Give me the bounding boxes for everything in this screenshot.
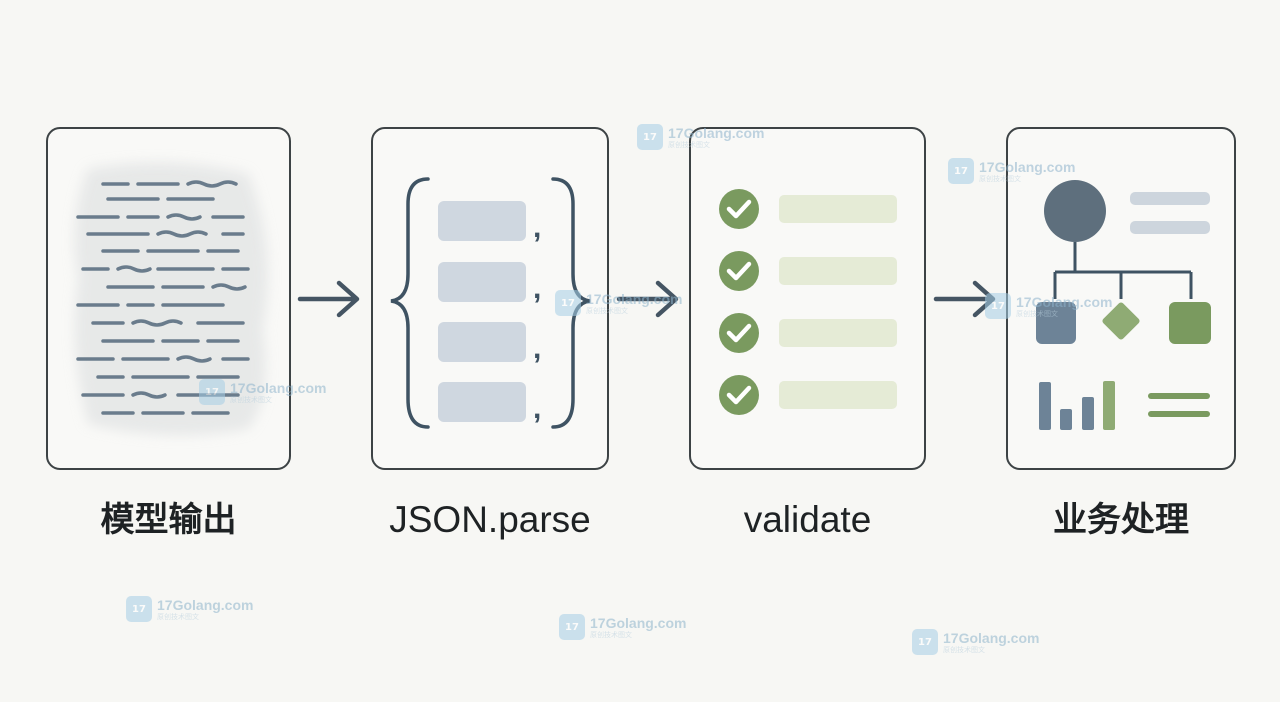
business-card [1006,127,1236,470]
watermark-logo-icon: 17 [637,124,663,150]
json-braces-icon: , , , , [390,177,591,429]
messy-text-icon [74,162,269,436]
validate-card [689,127,926,470]
watermark-text: 17Golang.com [157,596,254,613]
svg-text:,: , [533,211,541,244]
watermark-logo-icon: 17 [559,614,585,640]
step-label-business: 业务处理 [1053,500,1189,540]
checklist-icon [719,189,897,415]
watermark-text: 17Golang.com [943,629,1040,646]
json-parse-card: , , , , [371,127,609,470]
svg-text:,: , [533,392,541,425]
svg-text:,: , [533,332,541,365]
step-label-json-parse: JSON.parse [389,499,591,540]
step-label-model-output: 模型输出 [100,500,237,540]
step-label-validate: validate [743,499,872,540]
arrow-right-icon [616,280,679,318]
svg-text:,: , [533,272,541,305]
watermark-logo-icon: 17 [126,596,152,622]
arrow-right-icon [933,280,996,318]
watermark-logo-icon: 17 [948,158,974,184]
model-output-card [46,127,291,470]
watermark-sub: 原创技术图文 [157,612,199,621]
business-flow-icon [1036,180,1211,430]
arrow-right-icon [297,280,360,318]
watermark-sub: 原创技术图文 [590,630,632,639]
watermark-logo-icon: 17 [912,629,938,655]
watermark-sub: 原创技术图文 [943,645,985,654]
watermark-text: 17Golang.com [590,614,687,631]
